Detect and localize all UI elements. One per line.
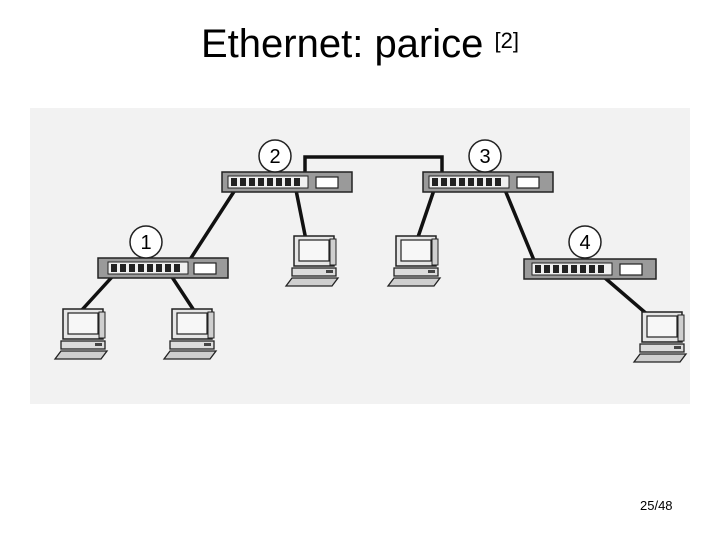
switch-3: 3 <box>422 139 554 193</box>
computer-icon <box>633 311 687 363</box>
switch-3-label: 3 <box>479 146 490 168</box>
switch-2-label: 2 <box>269 146 280 168</box>
computer-icon <box>285 235 339 287</box>
link-1-pc1b <box>170 275 197 314</box>
switch-2: 2 <box>221 139 353 193</box>
link-4-pc4 <box>603 276 650 317</box>
computer-icon <box>387 235 441 287</box>
title-reference: [2] <box>494 28 519 53</box>
computer-icon <box>54 308 108 360</box>
switch-4: 4 <box>523 225 657 280</box>
link-2-pc2 <box>294 188 308 242</box>
link-2-3 <box>303 155 444 173</box>
switch-1: 1 <box>97 225 229 279</box>
title-text: Ethernet: parice <box>201 22 484 66</box>
switch-4-label: 4 <box>579 232 590 254</box>
switch-1-label: 1 <box>140 232 151 254</box>
slide-title: Ethernet: parice [2] <box>0 22 720 67</box>
link-1-pc1a <box>78 275 114 314</box>
computer-icon <box>163 308 217 360</box>
link-3-pc3 <box>415 188 436 242</box>
link-3-4 <box>503 188 540 272</box>
page-number: 25/48 <box>640 498 673 513</box>
